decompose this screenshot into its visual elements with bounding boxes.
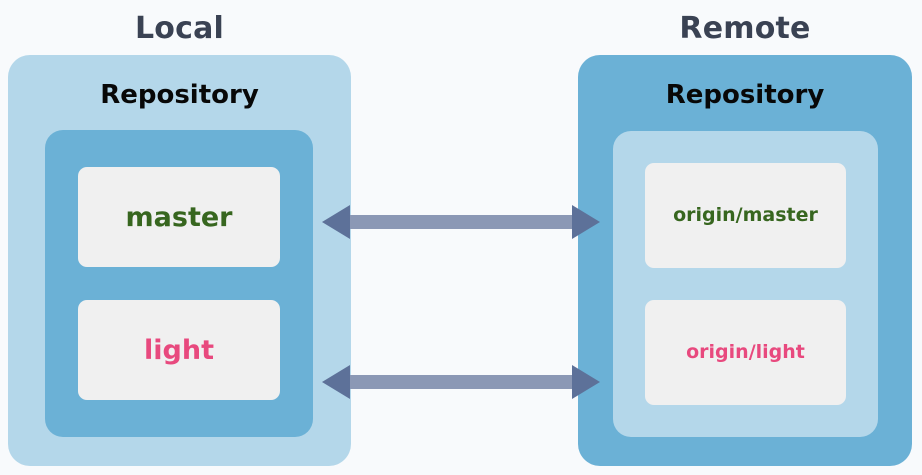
local-outer-panel: Repository master light [8, 55, 351, 466]
light-sync-double-arrow-icon [322, 365, 600, 399]
remote-repository-box: origin/master origin/light [613, 131, 878, 437]
local-section-title: Local [134, 11, 225, 46]
local-repository-label: Repository [100, 80, 259, 110]
remote-repository-label: Repository [665, 80, 825, 110]
remote-branch-chip-origin-light[interactable]: origin/light [645, 300, 846, 405]
remote-branch-label-origin-light: origin/light [686, 341, 805, 363]
remote-branch-label-origin-master: origin/master [673, 204, 818, 226]
remote-branch-chip-origin-master[interactable]: origin/master [645, 163, 846, 268]
local-repository-box: master light [45, 130, 313, 437]
master-sync-double-arrow-icon [322, 205, 600, 239]
local-branch-chip-light[interactable]: light [78, 300, 280, 400]
local-branch-label-master: master [125, 201, 233, 233]
remote-section-title: Remote [679, 11, 811, 46]
local-branch-chip-master[interactable]: master [78, 167, 280, 267]
remote-outer-panel: Repository origin/master origin/light [578, 55, 912, 466]
local-branch-label-light: light [144, 334, 214, 366]
